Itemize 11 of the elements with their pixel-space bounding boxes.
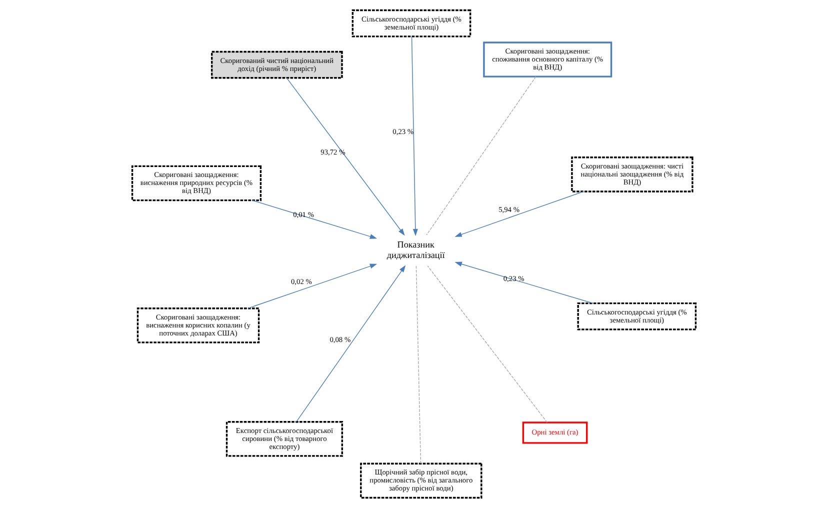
connector — [426, 266, 547, 423]
arrow — [410, 36, 418, 236]
connector — [426, 76, 536, 236]
node-text: Показник диджиталізації — [386, 240, 444, 260]
arrow — [251, 200, 377, 239]
arrow — [296, 265, 406, 422]
arrow — [454, 262, 593, 304]
arrow — [247, 264, 377, 309]
arrow — [454, 191, 584, 237]
arrow — [286, 78, 404, 236]
connector — [415, 266, 421, 464]
